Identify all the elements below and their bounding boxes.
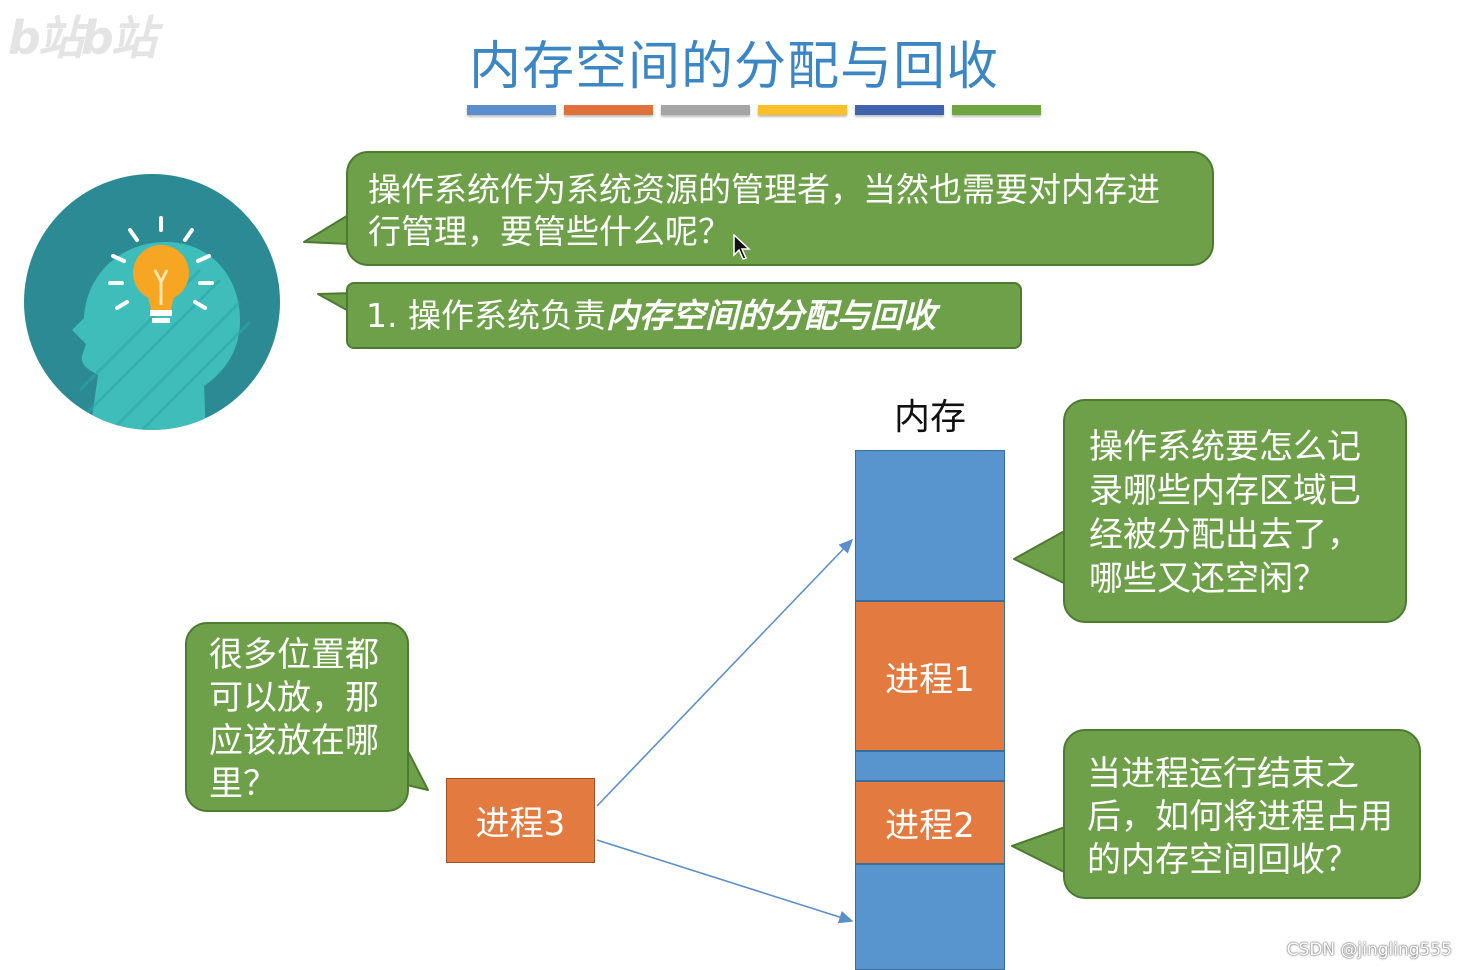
memory-process1-label: 进程1 <box>885 659 975 700</box>
title-bar-5 <box>855 105 944 115</box>
title-bar-6 <box>952 105 1041 115</box>
memory-free-block-1 <box>855 450 1005 601</box>
title-bar-1 <box>467 105 556 115</box>
process3-box: 进程3 <box>446 778 595 863</box>
intro-bubble: 操作系统作为系统资源的管理者，当然也需要对内存进行管理，要管些什么呢？ <box>346 151 1214 266</box>
title-bar-2 <box>564 105 653 115</box>
record-question-text: 操作系统要怎么记录哪些内存区域已经被分配出去了，哪些又还空闲？ <box>1089 427 1361 599</box>
mouse-cursor-icon <box>733 234 751 260</box>
arrow-to-top-free-block <box>596 538 854 807</box>
memory-free-block-2 <box>855 751 1005 781</box>
arrow-to-bottom-free-block <box>596 839 854 924</box>
memory-process2-label: 进程2 <box>885 806 975 846</box>
record-question-bubble: 操作系统要怎么记录哪些内存区域已经被分配出去了，哪些又还空闲？ <box>1063 399 1407 623</box>
point1-emphasis: 内存空间的分配与回收 <box>605 296 936 335</box>
point1-bubble: 1. 操作系统负责内存空间的分配与回收 <box>346 282 1022 349</box>
bilibili-logo-watermark: b站b站 <box>8 11 157 65</box>
title-underline-bars <box>467 105 1041 115</box>
title-bar-4 <box>758 105 847 115</box>
intro-text: 操作系统作为系统资源的管理者，当然也需要对内存进行管理，要管些什么呢？ <box>368 170 1160 251</box>
point1-prefix: 1. 操作系统负责 <box>366 296 606 335</box>
memory-label: 内存 <box>893 397 966 438</box>
memory-free-block-3 <box>855 864 1005 970</box>
memory-process1-block: 进程1 <box>855 601 1005 751</box>
slide-title: 内存空间的分配与回收 <box>468 37 999 97</box>
placement-question-bubble: 很多位置都可以放，那应该放在哪里？ <box>185 622 409 812</box>
csdn-watermark: CSDN @jingling555 <box>1286 940 1452 960</box>
head-lightbulb-icon <box>24 174 280 430</box>
title-bar-3 <box>661 105 750 115</box>
recycle-question-bubble: 当进程运行结束之后，如何将进程占用的内存空间回收？ <box>1063 729 1421 899</box>
placement-question-text: 很多位置都可以放，那应该放在哪里？ <box>209 635 379 804</box>
recycle-question-text: 当进程运行结束之后，如何将进程占用的内存空间回收？ <box>1087 754 1393 880</box>
memory-process2-block: 进程2 <box>855 781 1005 864</box>
process3-label: 进程3 <box>475 804 566 844</box>
